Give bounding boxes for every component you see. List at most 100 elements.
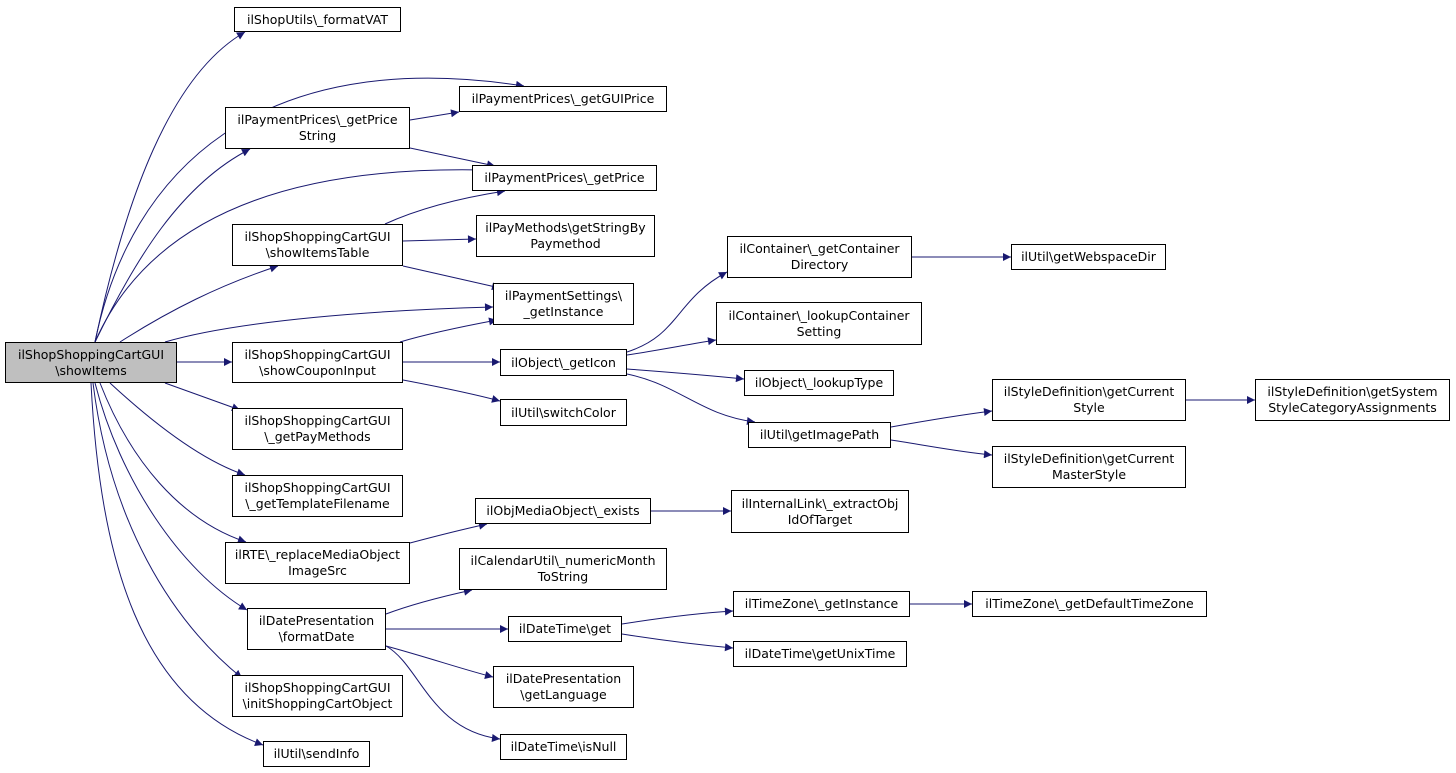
node-label-line: ilDatePresentation [505,671,622,686]
node-label-line: \initShoppingCartObject [242,696,393,711]
edge-showItemsTable-to-paymentSettingsGetInstance [402,265,501,291]
node-label-line: ilObject\_getIcon [511,354,616,370]
node-label-line: Style [1073,400,1105,415]
node-label-line: ilShopShoppingCartGUI [244,413,391,428]
node-label-line: ilShopShoppingCartGUI [244,680,391,695]
node-label-line: ilStyleDefinition\getCurrent [1003,384,1175,399]
node-label-line: \showItemsTable [265,245,370,260]
edge-root-to-getPriceString [94,148,251,343]
edge-showItemsTable-to-getPrice [384,188,506,225]
node-get-template-filename[interactable]: ilShopShoppingCartGUI\_getTemplateFilena… [232,475,403,517]
node-get-unix-time[interactable]: ilDateTime\getUnixTime [733,641,907,667]
node-label-line: IdOfTarget [787,511,853,527]
edge-root-to-getTemplateFilename [109,382,246,477]
node-root[interactable]: ilShopShoppingCartGUI\showItems [5,342,177,383]
node-label-line: ilObjMediaObject\_exists [486,503,640,518]
edge-replaceMediaObjectImageSrc-to-mediaObjectExists [409,521,488,544]
node-media-object-exists[interactable]: ilObjMediaObject\_exists [475,498,651,524]
node-time-zone-get-instance[interactable]: ilTimeZone\_getInstance [733,591,910,617]
node-label-line: ilUtil\getImagePath [759,427,880,442]
edge-dateTimeGet-to-getUnixTime [621,633,734,652]
node-payment-settings-get-instance[interactable]: ilPaymentSettings\_getInstance [493,283,634,325]
node-label-line: ImageSrc [288,563,347,578]
node-label-line: ilStyleDefinition\getCurrent [1003,451,1175,466]
edge-root-to-showItemsTable [119,264,279,343]
node-format-date[interactable]: ilDatePresentation\formatDate [247,608,386,650]
node-label-line: \_getPayMethods [264,429,371,444]
node-label-line: \showCouponInput [259,362,376,378]
node-label-line: ilTimeZone\_getInstance [744,596,899,611]
node-label-line: MasterStyle [1051,467,1127,482]
node-label-line: ilUtil\switchColor [511,404,616,420]
node-label-line: StyleCategoryAssignments [1268,400,1437,415]
edge-root-to-sendInfo [90,382,264,746]
node-label-line: ilPaymentPrices\_getGUIPrice [471,91,655,106]
node-get-price[interactable]: ilPaymentPrices\_getPrice [472,165,657,191]
node-label-line: ilObject\_lookupType [754,375,884,390]
node-label-line: String [298,128,337,143]
node-show-coupon-input[interactable]: ilShopShoppingCartGUI\showCouponInput [232,342,403,383]
node-label-line: ilStyleDefinition\getSystem [1267,384,1438,399]
edge-dateTimeGet-to-timeZoneGetInstance [621,607,734,625]
node-get-webspace-dir[interactable]: ilUtil\getWebspaceDir [1011,244,1166,270]
edge-getIcon-to-lookupType [626,368,745,383]
node-label-line: ilShopShoppingCartGUI [244,480,391,495]
edge-showCouponInput-to-paymentSettingsGetInstance [399,317,498,343]
node-label-line: ilInternalLink\_extractObj [741,495,899,511]
node-label-line: ilPaymentPrices\_getPrice [237,112,398,127]
edge-root-to-initShoppingCartObject [92,382,243,679]
node-label-line: ilContainer\_getContainer [739,241,900,256]
node-date-time-get[interactable]: ilDateTime\get [508,616,622,642]
node-label-line: ilShopShoppingCartGUI [244,346,391,362]
node-label-line: Paymethod [530,236,601,251]
node-get-pay-methods[interactable]: ilShopShoppingCartGUI\_getPayMethods [232,408,403,450]
node-label-line: ilTimeZone\_getDefaultTimeZone [985,596,1194,611]
node-init-shopping-cart-object[interactable]: ilShopShoppingCartGUI\initShoppingCartOb… [232,675,403,717]
node-label-line: ilShopShoppingCartGUI [17,346,165,362]
node-format-v-a-t[interactable]: ilShopUtils\_formatVAT [234,7,401,32]
edge-showCouponInput-to-switchColor [402,379,501,403]
node-label-line: ilDateTime\getUnixTime [744,646,896,661]
node-get-default-time-zone[interactable]: ilTimeZone\_getDefaultTimeZone [972,591,1207,617]
edge-getImagePath-to-getCurrentMasterStyle [890,439,993,459]
edge-root-to-replaceMediaObjectImageSrc [99,382,247,544]
node-label-line: \showItems [55,362,127,378]
node-label-line: Directory [790,257,849,272]
node-label-line: ilPaymentSettings\ [504,288,623,303]
node-label-line: _getInstance [523,304,604,319]
node-send-info[interactable]: ilUtil\sendInfo [263,741,370,767]
edge-getIcon-to-getImagePath [626,373,756,425]
node-label-line: ilContainer\_lookupContainer [728,307,910,323]
node-show-items-table[interactable]: ilShopShoppingCartGUI\showItemsTable [232,224,403,266]
node-label-line: ilUtil\getWebspaceDir [1021,249,1156,264]
node-label-line: \formatDate [278,629,355,644]
node-label-line: ilDateTime\get [518,621,612,636]
node-label-line: ilPayMethods\getStringBy [485,220,646,235]
node-get-language[interactable]: ilDatePresentation\getLanguage [493,666,634,708]
node-switch-color[interactable]: ilUtil\switchColor [500,399,627,426]
node-get-g-u-i-price[interactable]: ilPaymentPrices\_getGUIPrice [459,86,667,112]
node-get-image-path[interactable]: ilUtil\getImagePath [748,422,891,448]
edge-root-to-getGUIPrice [94,77,525,343]
edge-formatDate-to-getLanguage [385,645,494,679]
node-label-line: ilCalendarUtil\_numericMonth [470,553,656,568]
edge-root-to-getPayMethods [164,382,241,412]
node-get-icon[interactable]: ilObject\_getIcon [500,349,627,376]
node-is-null[interactable]: ilDateTime\isNull [500,734,627,760]
node-lookup-type[interactable]: ilObject\_lookupType [744,370,894,396]
node-label-line: ilShopShoppingCartGUI [244,229,391,244]
node-label-line: ilDatePresentation [258,613,375,628]
node-label-line: Setting [796,323,842,339]
